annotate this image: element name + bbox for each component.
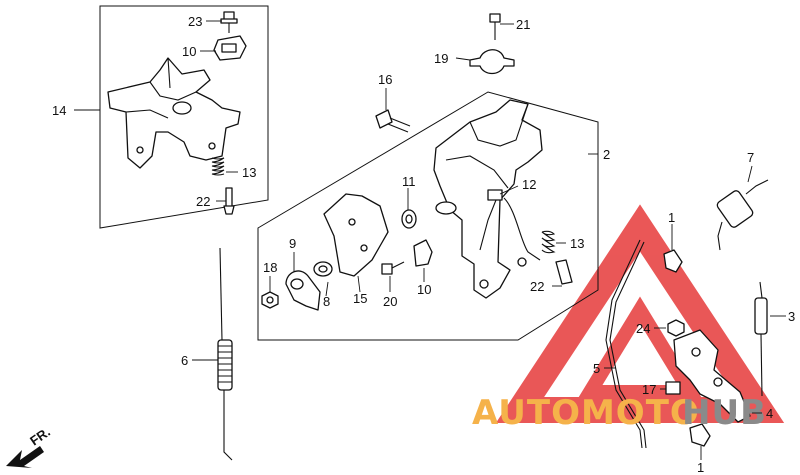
nut-part-24 (667, 319, 685, 337)
callout-1-lower: 1 (697, 460, 704, 475)
callout-1-upper: 1 (668, 210, 675, 225)
clip-part-10-upper (213, 35, 247, 61)
callout-13-upper: 13 (242, 165, 256, 180)
plate-part-15 (323, 193, 389, 277)
callout-17: 17 (642, 382, 656, 397)
spring-part-3 (754, 281, 768, 397)
rod-part-5 (605, 239, 647, 449)
clip-part-1-lower (689, 423, 711, 447)
bolt-part-23 (220, 11, 238, 33)
callout-19: 19 (434, 51, 448, 66)
callout-10-lower: 10 (417, 282, 431, 297)
nut-part-18 (261, 291, 279, 309)
spring-part-6 (217, 247, 233, 461)
fr-label: FR. (27, 424, 53, 448)
callout-13-lower: 13 (570, 236, 584, 251)
bracket-part-14 (107, 57, 241, 169)
fr-direction-marker: FR. (6, 424, 53, 468)
callout-6: 6 (181, 353, 188, 368)
leader-lines (74, 20, 786, 460)
screw-part-22-lower (555, 259, 573, 285)
bracket-part-4 (673, 329, 751, 423)
callout-16: 16 (378, 72, 392, 87)
bolt-part-17 (665, 381, 681, 395)
callout-20: 20 (383, 294, 397, 309)
screw-part-21 (489, 13, 501, 40)
callout-7: 7 (747, 150, 754, 165)
watermark-triangle-inner (577, 296, 703, 399)
callout-15: 15 (353, 291, 367, 306)
watermark-triangle-outer (495, 204, 785, 423)
fr-arrow-icon (6, 446, 44, 468)
callout-24: 24 (636, 321, 650, 336)
callout-numbers: 23 10 14 13 22 21 19 16 2 11 12 13 22 9 … (52, 14, 795, 475)
housing-part-2 (433, 99, 543, 299)
clip-part-1-upper (663, 249, 683, 273)
watermark-text-automoto: AUTOMOTO (472, 393, 700, 433)
callout-4: 4 (766, 406, 773, 421)
callout-5: 5 (593, 361, 600, 376)
screw-part-22-upper (223, 187, 235, 215)
callout-22-upper: 22 (196, 194, 210, 209)
spring-part-13-lower (541, 230, 556, 254)
watermark-text: AUTOMOTO HUB (472, 393, 767, 433)
box-14-frame (99, 5, 269, 229)
callout-14: 14 (52, 103, 66, 118)
spring-part-13-upper (211, 157, 225, 176)
watermark-logo (495, 204, 785, 423)
callout-23: 23 (188, 14, 202, 29)
clip-part-10-lower (413, 239, 433, 267)
spring-part-7 (716, 179, 769, 251)
callout-8: 8 (323, 294, 330, 309)
callout-9: 9 (289, 236, 296, 251)
callout-3: 3 (788, 309, 795, 324)
watermark-text-hub: HUB (682, 393, 767, 433)
callout-2: 2 (603, 147, 610, 162)
box-2-frame (257, 91, 599, 341)
bolt-part-20 (381, 261, 405, 275)
callout-22-lower: 22 (530, 279, 544, 294)
callout-10-upper: 10 (182, 44, 196, 59)
lever-part-9 (285, 270, 321, 311)
bolt-part-16 (375, 109, 411, 133)
wire-part-12 (503, 197, 541, 261)
clamp-part-19 (469, 49, 515, 75)
callout-21: 21 (516, 17, 530, 32)
callout-12: 12 (522, 177, 536, 192)
callout-18: 18 (263, 260, 277, 275)
washer-part-8 (313, 261, 333, 277)
washer-part-11 (401, 209, 417, 229)
callout-11: 11 (402, 174, 416, 189)
